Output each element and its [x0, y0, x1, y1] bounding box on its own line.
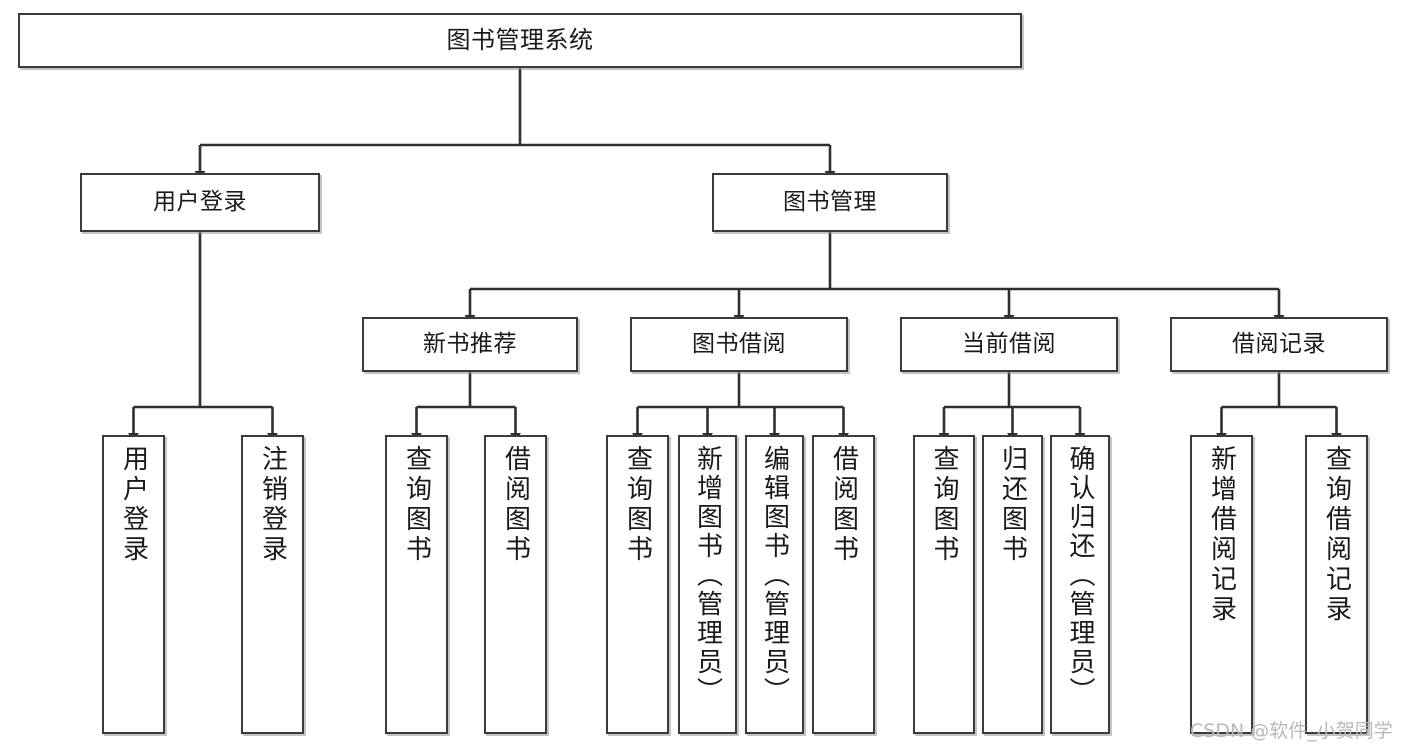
- node-leaf-cb-query[interactable]: 查询图书: [913, 435, 975, 734]
- node-leaf-bb-edit[interactable]: 编辑图书（管理员）: [745, 435, 804, 734]
- watermark: CSDN @软件_小贺同学: [1190, 720, 1393, 742]
- node-user-login[interactable]: 用户登录: [80, 173, 320, 232]
- node-label: 借阅图书: [828, 445, 859, 565]
- node-label: 查询图书: [622, 445, 653, 565]
- node-leaf-bb-add[interactable]: 新增图书（管理员）: [678, 435, 737, 734]
- edge-layer: [128, 68, 1342, 443]
- node-label: 借阅图书: [500, 445, 531, 565]
- node-leaf-br-add[interactable]: 新增借阅记录: [1190, 435, 1253, 734]
- node-leaf-user-logout[interactable]: 注销登录: [241, 435, 304, 734]
- node-label: 图书管理系统: [446, 26, 594, 55]
- node-leaf-cb-confirm[interactable]: 确认归还（管理员）: [1050, 435, 1110, 734]
- node-book-borrow[interactable]: 图书借阅: [630, 317, 848, 372]
- node-new-book-rec[interactable]: 新书推荐: [362, 317, 578, 372]
- node-leaf-bb-query[interactable]: 查询图书: [606, 435, 669, 734]
- node-current-borrow[interactable]: 当前借阅: [900, 317, 1118, 372]
- node-root[interactable]: 图书管理系统: [18, 13, 1022, 68]
- node-label: 归还图书: [997, 445, 1028, 565]
- node-leaf-user-login[interactable]: 用户登录: [102, 435, 165, 734]
- node-label: 图书借阅: [692, 330, 786, 357]
- node-book-manage[interactable]: 图书管理: [712, 173, 948, 232]
- node-leaf-br-query[interactable]: 查询借阅记录: [1305, 435, 1368, 734]
- node-label: 查询图书: [401, 445, 432, 565]
- node-label: 新增图书（管理员）: [692, 445, 723, 706]
- node-label: 查询借阅记录: [1321, 445, 1352, 625]
- node-label: 确认归还（管理员）: [1065, 445, 1095, 706]
- node-label: 注销登录: [257, 445, 288, 565]
- node-label: 新书推荐: [423, 330, 517, 357]
- node-leaf-cb-return[interactable]: 归还图书: [982, 435, 1043, 734]
- node-label: 新增借阅记录: [1206, 445, 1237, 625]
- node-label: 查询图书: [929, 445, 959, 565]
- node-leaf-bb-borrow[interactable]: 借阅图书: [812, 435, 875, 734]
- node-label: 用户登录: [118, 445, 149, 565]
- node-leaf-rec-query[interactable]: 查询图书: [385, 435, 448, 734]
- node-label: 编辑图书（管理员）: [759, 445, 790, 706]
- node-label: 借阅记录: [1232, 330, 1326, 357]
- node-borrow-record[interactable]: 借阅记录: [1170, 317, 1388, 372]
- node-label: 用户登录: [153, 188, 247, 215]
- node-leaf-rec-borrow[interactable]: 借阅图书: [484, 435, 547, 734]
- node-label: 当前借阅: [962, 330, 1056, 357]
- node-label: 图书管理: [783, 188, 877, 215]
